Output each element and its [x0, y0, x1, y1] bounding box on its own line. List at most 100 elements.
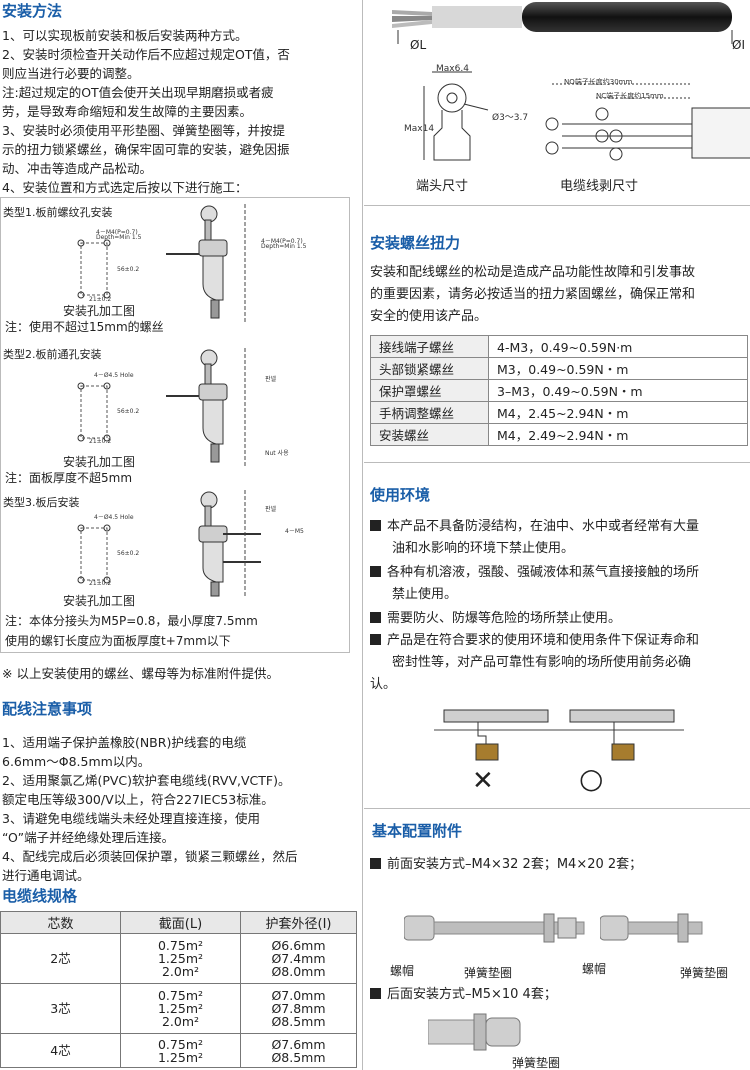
torque-item: 头部锁紧螺丝 [370, 357, 489, 380]
section-value: 1.25m² [157, 951, 204, 966]
bullet-square-icon [370, 612, 381, 623]
terminal-max14: Max14 [404, 124, 435, 134]
terminal-drawing [423, 71, 489, 161]
type2-hole-diagram [77, 382, 111, 442]
terminal-caption: 端头尺寸 [416, 179, 469, 194]
divider [364, 462, 750, 463]
divider [364, 808, 750, 809]
type1-switch-drawing [166, 204, 246, 324]
install-p2a: 2、安装时须检查开关动作后不应超过规定OT值，否 [2, 47, 290, 62]
env-title: 使用环境 [370, 486, 431, 504]
wiring-p4a: 4、配线完成后必须装回保护罩，锁紧三颗螺丝，然后 [2, 849, 298, 864]
acc-front-text: 前面安装方式–M4×32 2套；M4×20 2套； [387, 857, 643, 872]
install-note1a: 注:超过规定的OT值会使开关出现早期磨损或者疲 [2, 85, 274, 100]
cable-spec-header: 芯数 截面(L) 护套外径(I) [0, 911, 357, 934]
section-value: 0.75m² [157, 938, 204, 953]
torque-pc: 安全的使用该产品。 [370, 309, 488, 324]
torque-pb: 的重要因素，请务必按适当的扭力紧固螺丝，确保正常和 [370, 287, 696, 302]
type1-hole-spec-2: 4－M4(P=0.7) [261, 238, 303, 245]
divider [364, 205, 750, 206]
env-b4c: 认。 [370, 677, 397, 692]
torque-item: 接线端子螺丝 [370, 335, 489, 358]
install-p3a: 3、安装时必须使用平形垫圈、弹簧垫圈等，并按提 [2, 123, 285, 138]
bullet-square-icon [370, 520, 381, 531]
type2-label: 类型2.板前通孔安装 [3, 348, 102, 361]
bullet-square-icon [370, 566, 381, 577]
env-b2a: 各种有机溶液，强酸、强碱液体和蒸气直接接触的场所 [387, 565, 700, 580]
torque-item: 手柄调整螺丝 [370, 401, 489, 424]
core-cell: 2芯 [0, 933, 121, 984]
type2-hole-spec: 4－Ø4.5 Hole [94, 372, 134, 379]
core-cell: 3芯 [0, 983, 121, 1034]
diameter-value: Ø7.8mm [271, 1001, 326, 1016]
env-b1b: 油和水影响的环境下禁止使用。 [392, 541, 575, 556]
diameter-value: Ø7.4mm [271, 951, 326, 966]
section-value: 0.75m² [157, 988, 204, 1003]
acc-back-text: 后面安装方式–M5×10 4套； [387, 987, 557, 1002]
install-p1: 1、可以实现板前安装和板后安装两种方式。 [2, 28, 248, 43]
section-value: 2.0m² [161, 1014, 200, 1029]
strip-caption: 电缆线剥尺寸 [560, 179, 639, 194]
washer-label-1: 弹簧垫圈 [464, 966, 513, 980]
type3-caption: 安装孔加工图 [63, 594, 136, 608]
diameter-value: Ø6.6mm [271, 938, 326, 953]
diameter-value: Ø8.0mm [271, 964, 326, 979]
bullet-square-icon [370, 988, 381, 999]
type1-caption: 安装孔加工图 [63, 304, 136, 318]
type2-caption: 安装孔加工图 [63, 455, 136, 469]
washer-label-2: 弹簧垫圈 [680, 966, 729, 980]
torque-title: 安装螺丝扭力 [370, 234, 461, 252]
bullet-square-icon [370, 858, 381, 869]
type1-label: 类型1.板前螺纹孔安装 [3, 206, 113, 219]
torque-value: M4，2.49~2.94N・m [488, 423, 748, 446]
type3-note2: 使用的螺钉长度应为面板厚度t+7mm以下 [5, 634, 231, 648]
column-divider [362, 0, 363, 1070]
type2-nut-label: Nut 사용 [265, 450, 289, 457]
torque-value: M3，0.49~0.59N・m [488, 357, 748, 380]
col-section: 截面(L) [120, 911, 241, 934]
section-value: 1.25m² [157, 1049, 204, 1065]
type3-dim-56: 56±0.2 [117, 550, 140, 557]
env-b4b: 密封性等，对产品可靠性有影响的场所使用前务必确 [392, 655, 692, 670]
type2-note: 注：面板厚度不超5mm [5, 471, 133, 485]
terminal-max64: Max6.4 [436, 64, 469, 74]
cable-right-label: ØI [732, 38, 745, 52]
correct-mark: ○ [579, 762, 604, 795]
env-bullet-4: 产品是在符合要求的使用环境和使用条件下保证寿命和 [370, 630, 699, 652]
bullet-square-icon [370, 634, 381, 645]
type1-dim-21: 21±0.2 [89, 296, 112, 303]
install-note1b: 劳，是导致寿命缩短和发生故障的主要因素。 [2, 104, 253, 119]
bolt-m4x20-icon [600, 913, 703, 943]
install-p2b: 则应当进行必要的调整。 [2, 66, 140, 81]
env-b3: 需要防火、防爆等危险的场所禁止使用。 [387, 611, 622, 626]
section-value: 0.75m² [157, 1036, 204, 1052]
wiring-p2b: 额定电压等级300/V以上，符合227IEC53标准。 [2, 792, 274, 807]
section-value: 1.25m² [157, 1001, 204, 1016]
type1-hole-diagram [77, 239, 111, 299]
wiring-p3a: 3、请避免电缆线端头未经处理直接连接，使用 [2, 811, 260, 826]
std-accessory-note: ※ 以上安装使用的螺丝、螺母等为标准附件提供。 [2, 666, 279, 681]
type3-switch-drawing [198, 490, 261, 598]
type1-hole-spec: 4－M4(P=0.7) [96, 229, 138, 236]
type1-dim-56: 56±0.2 [117, 266, 140, 273]
torque-value: 4-M3，0.49~0.59N·m [488, 335, 748, 358]
bolt-m5x10-icon [428, 1013, 521, 1051]
type3-dim-21: 21±0.2 [89, 580, 112, 587]
acc-back: 后面安装方式–M5×10 4套； [370, 984, 557, 1006]
type3-hole-spec: 4－Ø4.5 Hole [94, 514, 134, 521]
type3-plate-label: 판넬 [265, 506, 277, 513]
install-p3b: 示的扭力锁紧螺丝，确保牢固可靠的安装，避免因振 [2, 142, 290, 157]
bolt-m4x32-icon [404, 913, 585, 943]
wiring-p3b: “O”端子并经绝缘处理后连接。 [2, 830, 175, 845]
type2-plate-label: 판넬 [265, 376, 277, 383]
terminal-hole: Ø3～3.7 [492, 113, 529, 123]
